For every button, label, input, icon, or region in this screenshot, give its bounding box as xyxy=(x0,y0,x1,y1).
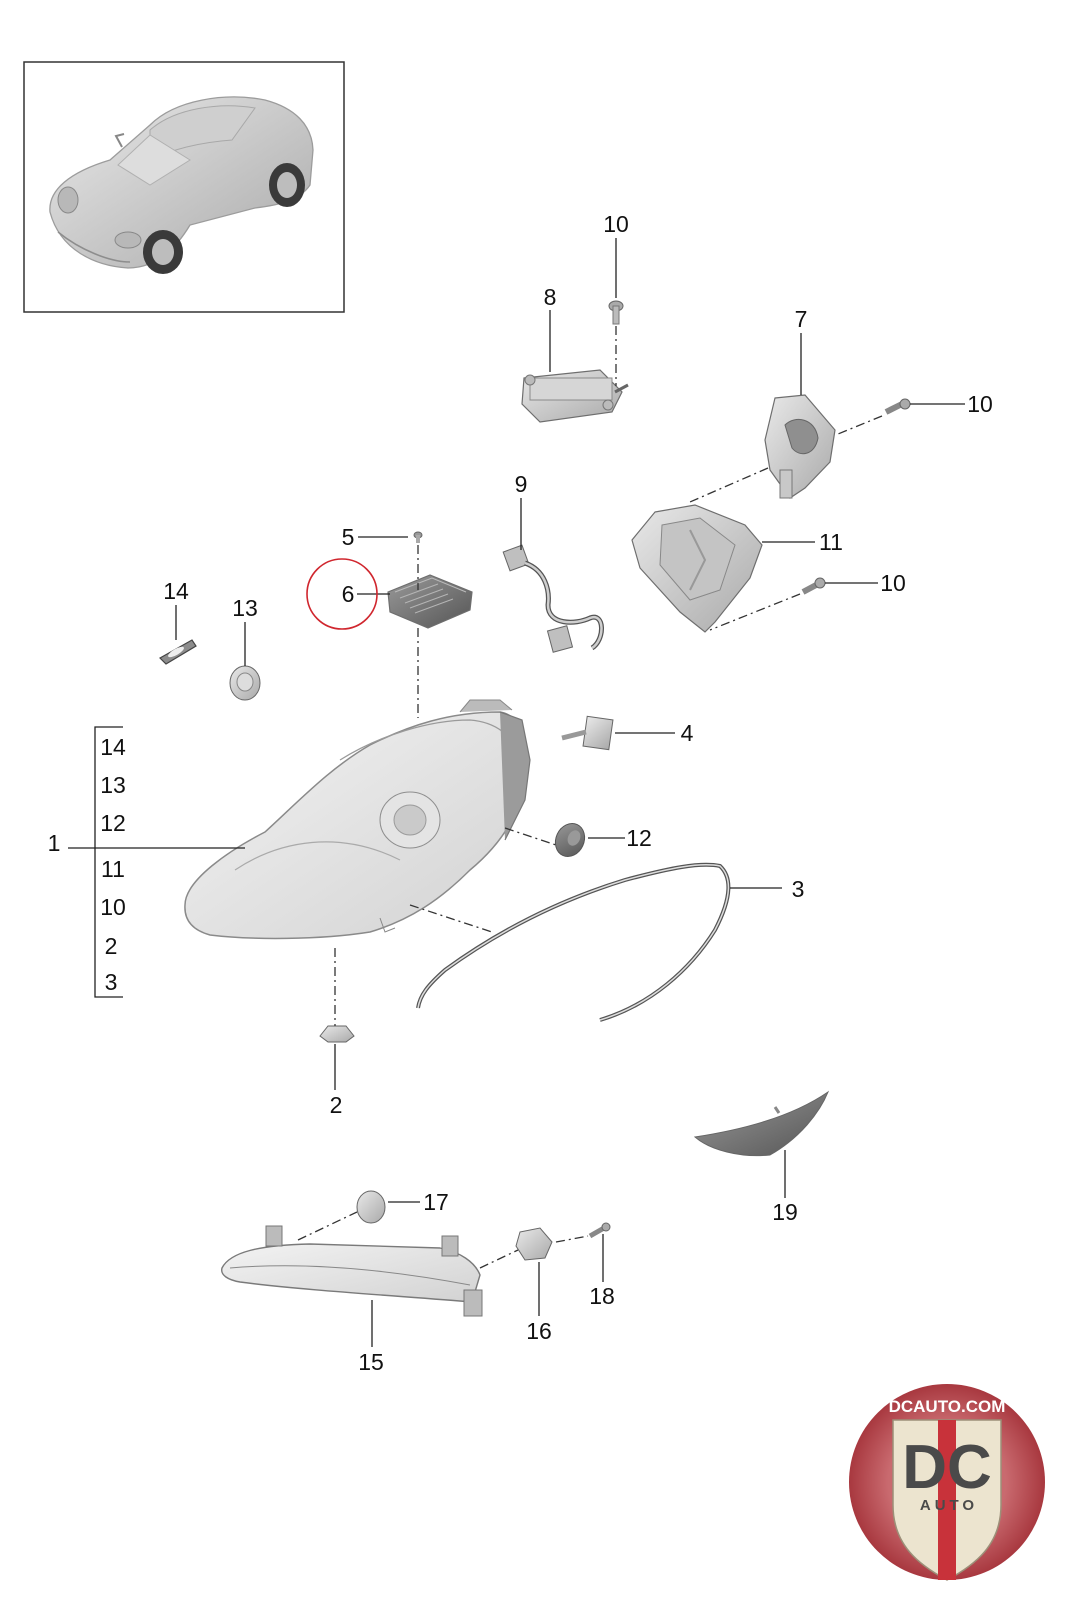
callout-6: 6 xyxy=(342,581,355,607)
part-13-cap xyxy=(229,665,261,701)
logo-site-text: DCAUTO.COM xyxy=(889,1397,1006,1416)
assembly-list-item: 11 xyxy=(101,856,125,882)
callout-14: 14 xyxy=(163,578,189,604)
part-14-clip xyxy=(159,639,197,665)
part-6-led-module xyxy=(387,574,473,629)
part-16-socket xyxy=(515,1227,553,1261)
logo-dc-text: DC xyxy=(902,1433,992,1502)
part-18-screw xyxy=(588,1222,611,1239)
callout-17: 17 xyxy=(423,1189,449,1215)
part-2-fastener xyxy=(319,1025,355,1043)
callout-10-right: 10 xyxy=(967,391,993,417)
dcauto-logo: DCAUTO.COM DC AUTO xyxy=(849,1384,1045,1581)
logo-stripe xyxy=(938,1420,956,1580)
assembly-list-item: 2 xyxy=(105,933,118,959)
callout-8: 8 xyxy=(544,284,557,310)
callout-5: 5 xyxy=(342,524,355,550)
callout-3: 3 xyxy=(792,876,805,902)
sports-coupe-icon xyxy=(49,96,314,274)
part-15-running-light xyxy=(221,1225,483,1317)
part-11-bracket xyxy=(631,504,763,633)
callout-labels: 10 8 7 10 9 5 6 11 10 14 13 4 12 3 1 2 1… xyxy=(48,211,993,1375)
callout-12: 12 xyxy=(626,825,652,851)
callout-2: 2 xyxy=(330,1092,343,1118)
callout-13: 13 xyxy=(232,595,258,621)
headlight-assembly-icon xyxy=(184,699,531,940)
alignment-lines xyxy=(297,326,883,1269)
screw-10-lower-icon xyxy=(801,577,826,595)
callout-15: 15 xyxy=(358,1349,384,1375)
part-4-bulb xyxy=(561,715,614,751)
assembly-list-item: 3 xyxy=(105,969,118,995)
part-9-wiring-harness xyxy=(502,544,604,653)
part-17-bulb-holder xyxy=(356,1190,386,1224)
callout-19: 19 xyxy=(772,1199,798,1225)
screw-10-top-icon xyxy=(608,300,624,325)
screw-10-right-icon xyxy=(884,398,911,415)
callout-1: 1 xyxy=(48,830,61,856)
callout-9: 9 xyxy=(515,471,528,497)
callout-11: 11 xyxy=(819,529,843,555)
highlight-circle xyxy=(306,558,378,630)
assembly-list-item: 10 xyxy=(100,894,126,920)
part-3-seal-strip xyxy=(416,862,731,1022)
part-12-cover-cap xyxy=(554,822,586,858)
assembly-list: 14 13 12 11 10 2 3 xyxy=(100,734,126,995)
callout-18: 18 xyxy=(589,1283,615,1309)
vehicle-thumbnail xyxy=(23,61,345,313)
assembly-list-item: 12 xyxy=(100,810,126,836)
part-7-module-bracket xyxy=(764,394,836,499)
callout-10-top: 10 xyxy=(603,211,629,237)
callout-4: 4 xyxy=(681,720,694,746)
callout-7: 7 xyxy=(795,306,808,332)
assembly-list-item: 14 xyxy=(100,734,126,760)
logo-auto-text: AUTO xyxy=(920,1497,978,1514)
callout-16: 16 xyxy=(526,1318,552,1344)
screw-5-icon xyxy=(413,531,423,543)
part-19-side-marker xyxy=(693,1090,830,1157)
assembly-list-item: 13 xyxy=(100,772,126,798)
part-8-control-module xyxy=(521,369,629,423)
callout-10-lower: 10 xyxy=(880,570,906,596)
leader-lines xyxy=(68,238,965,1347)
